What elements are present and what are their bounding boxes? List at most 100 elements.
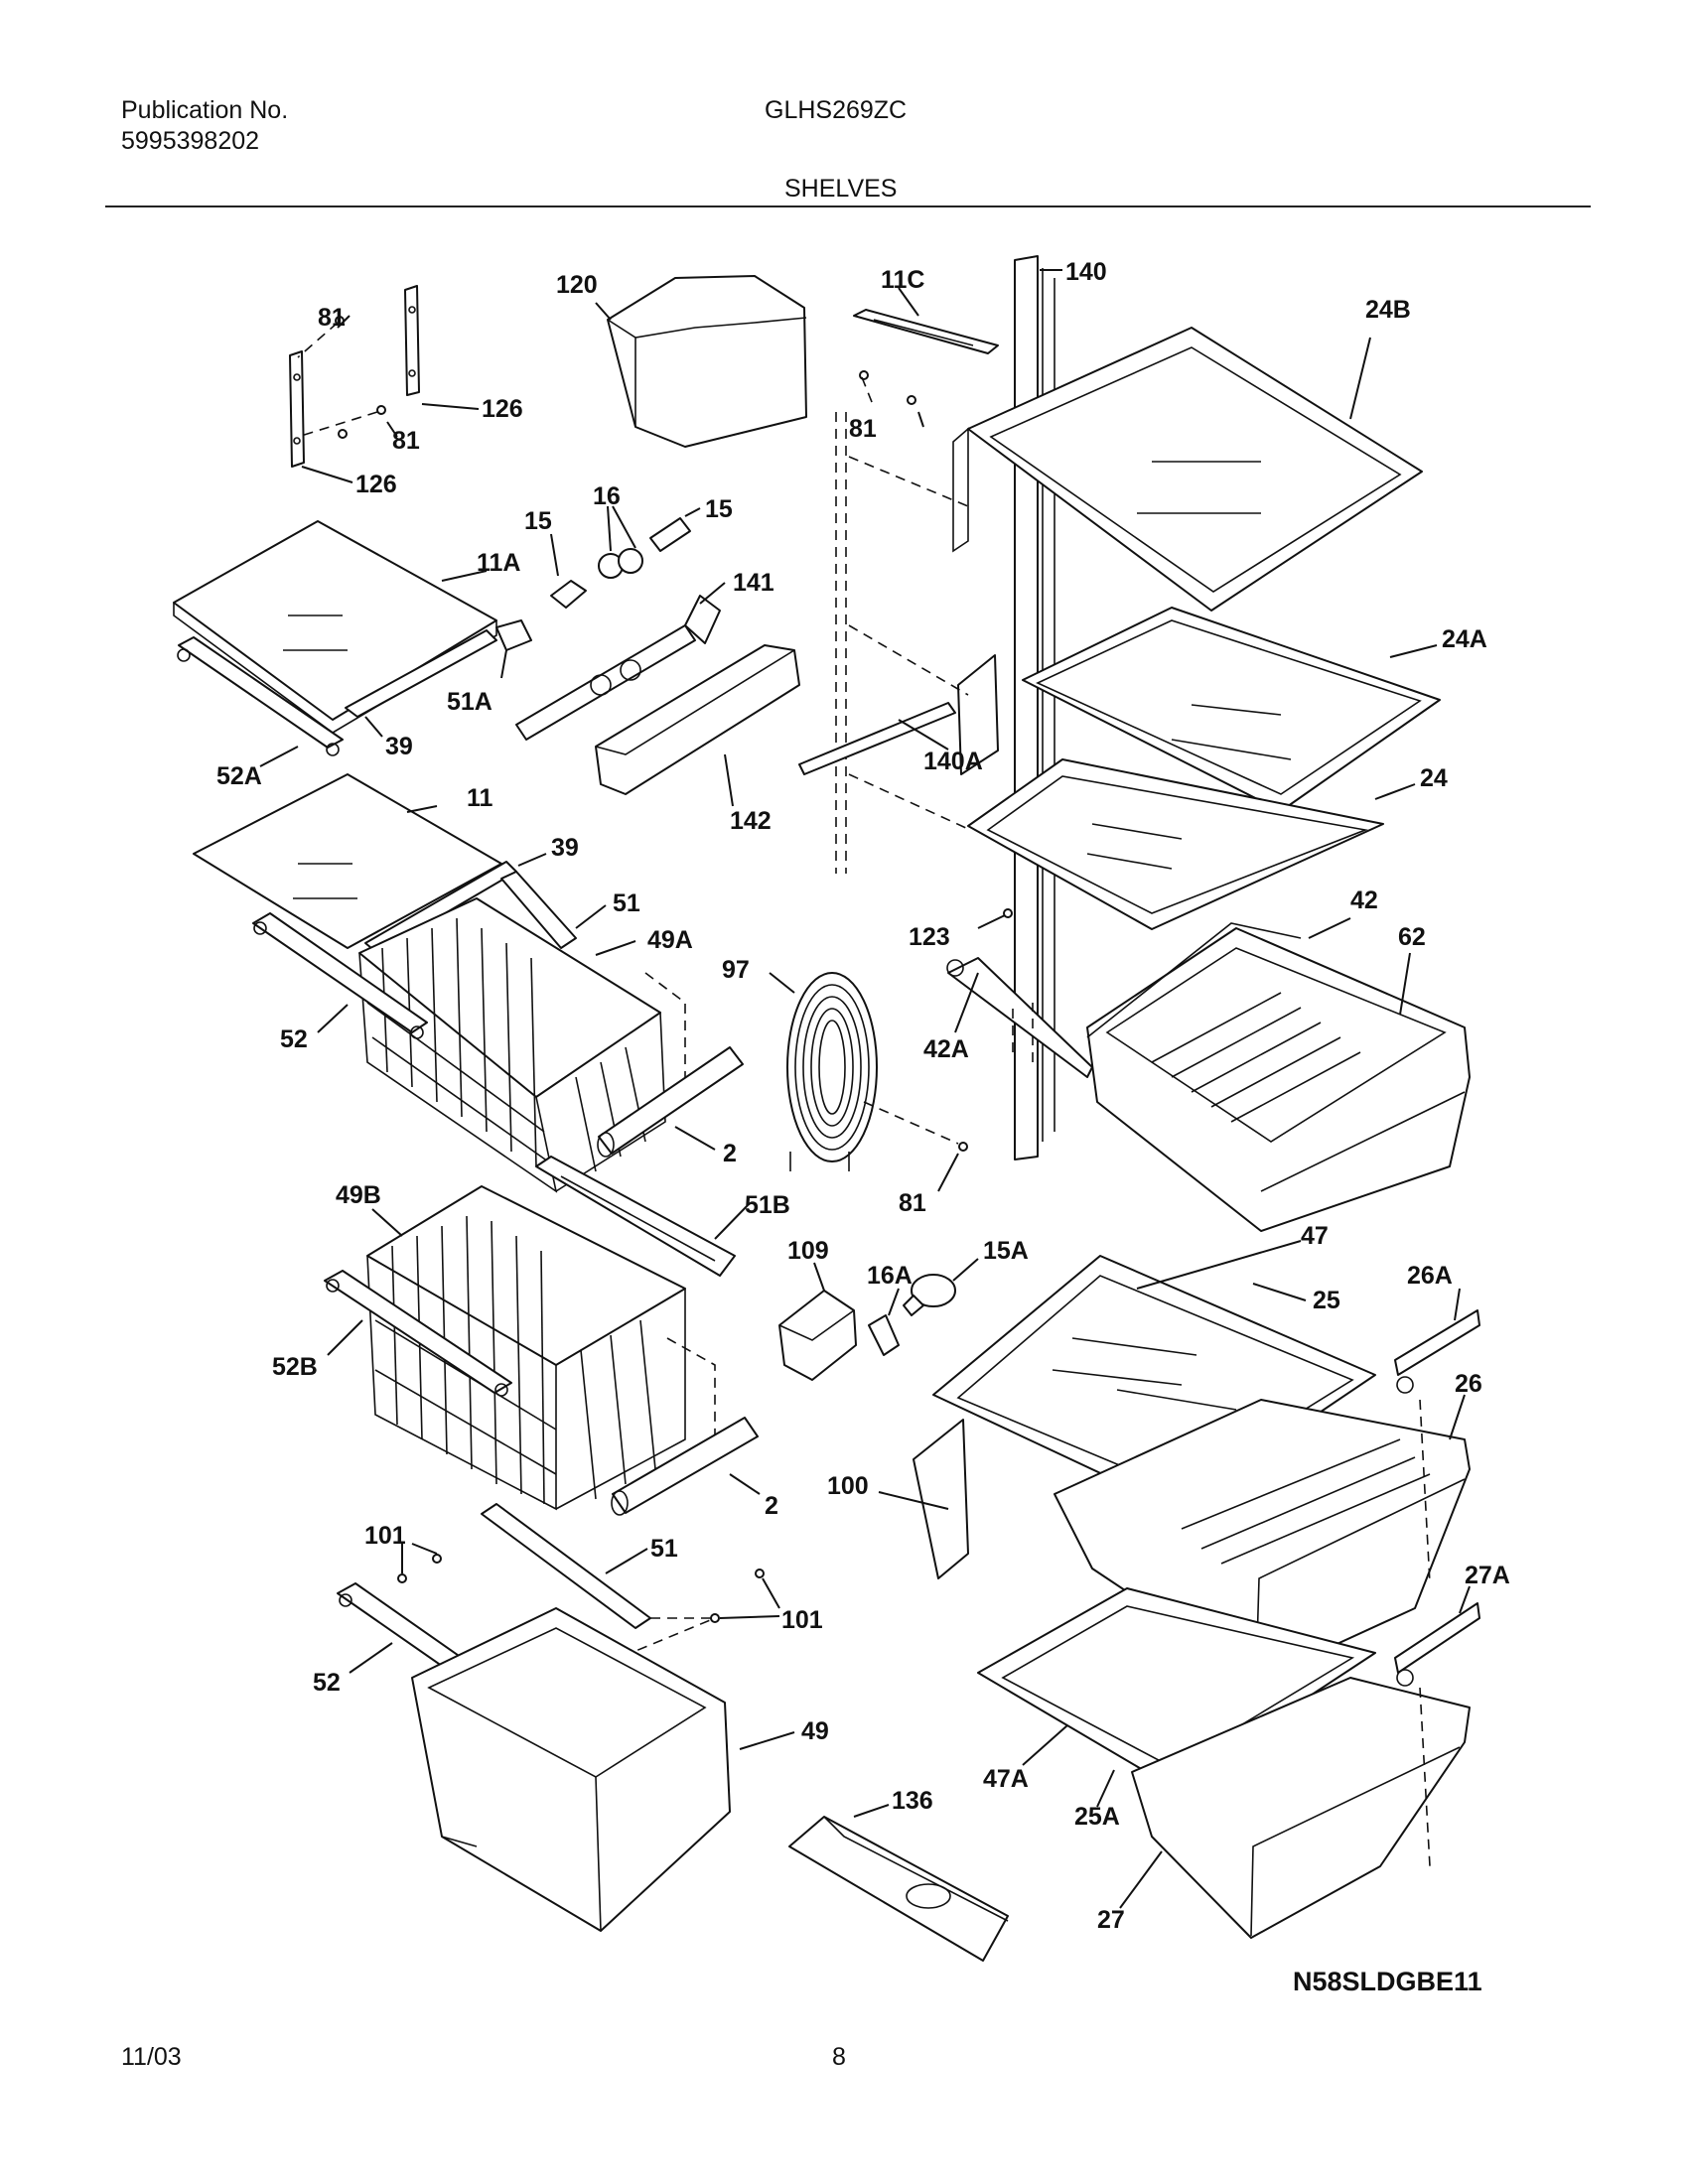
screw-81-f (958, 1142, 968, 1152)
callout-49a: 49A (647, 926, 693, 954)
slide-27a (1394, 1602, 1480, 1687)
callout-109: 109 (787, 1237, 829, 1265)
callout-16a: 16A (867, 1262, 913, 1290)
screw-101-a (397, 1573, 407, 1583)
socket-15-right (649, 517, 691, 552)
slide-51a (495, 619, 532, 651)
crisper-pan-27 (1131, 1677, 1471, 1939)
callout-81: 81 (318, 304, 346, 332)
slide-51b (535, 1156, 736, 1277)
callout-136: 136 (892, 1787, 933, 1815)
slide-52 (252, 912, 428, 1039)
callout-24: 24 (1420, 764, 1448, 792)
screw-81-e (907, 395, 916, 405)
slide-52b (324, 1270, 512, 1397)
callout-52b: 52B (272, 1353, 318, 1381)
callout-52: 52 (280, 1025, 308, 1053)
tubing-coil-97 (786, 972, 878, 1171)
callout-42: 42 (1350, 887, 1378, 914)
bracket-126-lower (289, 350, 305, 468)
screw-81-b (376, 405, 386, 415)
divider-100 (913, 1419, 969, 1579)
callout-81: 81 (849, 415, 877, 443)
bin-120 (607, 275, 807, 448)
callout-26: 26 (1455, 1370, 1482, 1398)
callout-140a: 140A (923, 748, 983, 775)
callout-26a: 26A (1407, 1262, 1453, 1290)
callout-47: 47 (1301, 1222, 1329, 1250)
bin-49 (411, 1607, 731, 1932)
rail-42 (1086, 922, 1302, 1038)
diagram-code: N58SLDGBE11 (1293, 1967, 1482, 1996)
callout-141: 141 (733, 569, 774, 597)
publication-label: Publication No. (121, 96, 289, 124)
callout-39: 39 (551, 834, 579, 862)
screw-81-c (338, 429, 348, 439)
light-cover-142 (595, 644, 800, 795)
callout-15: 15 (705, 495, 733, 523)
callout-15a: 15A (983, 1237, 1029, 1265)
slide-26a (1394, 1309, 1480, 1394)
header-rule (105, 205, 1591, 207)
callout-51a: 51A (447, 688, 492, 716)
callout-11a: 11A (477, 549, 520, 577)
callout-120: 120 (556, 271, 598, 299)
callout-24a: 24A (1442, 625, 1487, 653)
trim-2-upper (597, 1046, 744, 1158)
socket-16 (598, 548, 643, 579)
callout-49b: 49B (336, 1181, 381, 1209)
crisper-cover-47a (977, 1587, 1376, 1788)
callout-49: 49 (801, 1717, 829, 1745)
callout-52a: 52A (216, 762, 262, 790)
trim-2-lower (611, 1417, 759, 1516)
callout-27a: 27A (1465, 1562, 1510, 1589)
section-title: SHELVES (784, 175, 898, 203)
callout-51: 51 (613, 889, 640, 917)
callout-142: 142 (730, 807, 772, 835)
callout-126: 126 (355, 471, 397, 498)
shelf-24a (1022, 607, 1441, 812)
bracket-141 (515, 595, 721, 741)
page-number: 8 (832, 2043, 846, 2071)
screw-101-d (755, 1569, 765, 1578)
crisper-pan-62 (1086, 927, 1471, 1232)
callout-2: 2 (723, 1140, 737, 1167)
callout-123: 123 (909, 923, 950, 951)
callout-42a: 42A (923, 1035, 969, 1063)
callout-25a: 25A (1074, 1803, 1120, 1831)
callout-100: 100 (827, 1472, 869, 1500)
callout-2: 2 (765, 1492, 778, 1520)
callout-51: 51 (650, 1535, 678, 1563)
callout-27: 27 (1097, 1906, 1125, 1934)
callout-126: 126 (482, 395, 523, 423)
callout-24b: 24B (1365, 296, 1411, 324)
slide-52a (177, 636, 344, 756)
publication-number: 5995398202 (121, 127, 260, 155)
socket-16a (868, 1314, 900, 1356)
slide-51-lower (481, 1503, 651, 1629)
footer-date: 11/03 (121, 2043, 182, 2071)
screw-123 (1003, 908, 1013, 918)
shelf-24 (967, 758, 1384, 930)
screw-81-d (859, 370, 869, 380)
bracket-126-upper (404, 285, 420, 396)
callout-140: 140 (1065, 258, 1107, 286)
light-housing-109 (778, 1290, 857, 1381)
shelf-24b (952, 327, 1423, 612)
callout-101: 101 (781, 1606, 823, 1634)
callout-81: 81 (899, 1189, 926, 1217)
socket-15-left (550, 580, 587, 609)
callout-52: 52 (313, 1669, 341, 1697)
screw-101-b (432, 1554, 442, 1564)
callout-11: 11 (467, 784, 493, 812)
screw-101-c (710, 1613, 720, 1623)
callout-81: 81 (392, 427, 420, 455)
wire-basket-49b (366, 1185, 686, 1511)
callout-39: 39 (385, 733, 413, 760)
callout-16: 16 (593, 482, 621, 510)
callout-62: 62 (1398, 923, 1426, 951)
shelf-11a (173, 520, 497, 734)
rail-140a (798, 654, 999, 775)
bracket-11c (853, 309, 999, 354)
callout-25: 25 (1313, 1287, 1340, 1314)
